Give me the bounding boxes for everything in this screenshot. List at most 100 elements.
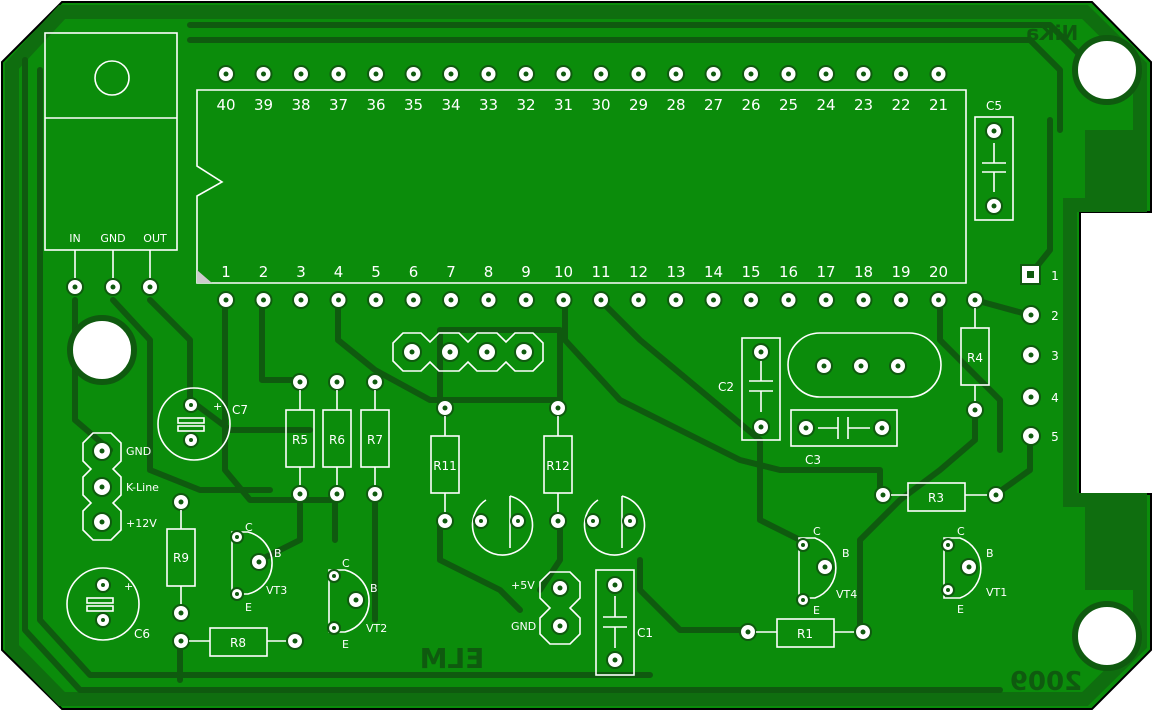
r9-label: R9 xyxy=(173,551,189,565)
connector-gnd-label: GND xyxy=(126,445,151,458)
ic-pad-drill xyxy=(223,71,229,77)
led-1 xyxy=(471,495,534,556)
ic-pad-drill xyxy=(823,71,829,77)
c7-plus: + xyxy=(213,400,222,413)
ic-pad-drill xyxy=(261,297,266,303)
ic-pad-drill xyxy=(636,297,641,303)
ic-pad-drill xyxy=(223,297,229,303)
ic-pin-number: 29 xyxy=(629,96,648,114)
transistor-vt1: C B E VT1 xyxy=(941,525,1007,616)
ic-pad-drill xyxy=(336,297,341,303)
c7-label: C7 xyxy=(232,403,248,417)
ic-pin-number: 12 xyxy=(629,263,648,281)
ic-pad-drill xyxy=(748,297,754,303)
ic-pad-drill xyxy=(523,297,529,303)
resistor-r8: R8 xyxy=(172,627,304,657)
vt4-b-label: B xyxy=(842,547,850,560)
ic-pad-drill xyxy=(898,71,904,77)
transistor-vt2: C B E VT2 xyxy=(327,557,387,651)
connector-right: 1 2 3 4 5 xyxy=(1020,264,1059,446)
header-4pin xyxy=(392,332,544,372)
ic-pin-number: 34 xyxy=(441,96,460,114)
vt3-c-label: C xyxy=(245,521,253,534)
ic-pin-number: 32 xyxy=(516,96,535,114)
ic-pad-drill xyxy=(673,71,679,77)
ic-pin-number: 24 xyxy=(816,96,835,114)
ic-pin-number: 5 xyxy=(371,263,381,281)
ic-pin-number: 7 xyxy=(446,263,456,281)
vt3-label: VT3 xyxy=(266,584,287,597)
resistor-r12: R12 xyxy=(543,399,573,530)
regulator-gnd-label: GND xyxy=(100,232,125,245)
r3-label: R3 xyxy=(928,491,944,505)
c6-label: C6 xyxy=(134,627,150,641)
ic-pin-number: 23 xyxy=(854,96,873,114)
voltage-regulator: IN GND OUT xyxy=(44,32,178,296)
vt1-c-label: C xyxy=(957,525,965,538)
ic-pin-number: 25 xyxy=(779,96,798,114)
resistor-r5: R5 xyxy=(285,373,315,503)
ic-pad-drill xyxy=(336,71,341,77)
ic-pin-number: 18 xyxy=(854,263,873,281)
r11-label: R11 xyxy=(433,459,457,473)
ic-pin-number: 8 xyxy=(484,263,494,281)
ic-pad-drill xyxy=(561,71,566,77)
resistor-r1: R1 xyxy=(739,618,872,648)
ic-pin-number: 38 xyxy=(291,96,310,114)
resistor-r11: R11 xyxy=(430,399,460,530)
regulator-in-label: IN xyxy=(69,232,80,245)
ic-pin-number: 14 xyxy=(704,263,723,281)
capacitor-c7: + C7 xyxy=(157,387,248,461)
ic-pin-number: 36 xyxy=(366,96,385,114)
ic-pin-number: 21 xyxy=(929,96,948,114)
ic-pad-drill xyxy=(298,71,304,77)
ic-pad-drill xyxy=(673,297,679,303)
vt1-b-label: B xyxy=(986,547,994,560)
mounting-hole-left xyxy=(67,315,137,385)
ic-pad-drill xyxy=(598,297,604,303)
capacitor-c5: C5 xyxy=(974,99,1014,221)
r5-label: R5 xyxy=(292,433,308,447)
ic-pad-drill xyxy=(786,297,791,303)
transistor-vt4: C B E VT4 xyxy=(796,525,857,617)
c3-label: C3 xyxy=(805,453,821,467)
ic-pad-drill xyxy=(486,71,491,77)
power-gnd-label: GND xyxy=(511,620,536,633)
ic-pad-drill xyxy=(898,297,904,303)
led-2 xyxy=(583,495,646,556)
regulator-out-label: OUT xyxy=(143,232,167,245)
resistor-r3: R3 xyxy=(874,482,1005,512)
ic-pin-number: 17 xyxy=(816,263,835,281)
r7-label: R7 xyxy=(367,433,383,447)
connector-pin-2: 2 xyxy=(1051,309,1059,323)
power-header: +5V GND xyxy=(511,571,581,645)
r12-label: R12 xyxy=(546,459,570,473)
vt2-c-label: C xyxy=(342,557,350,570)
ic-pad-drill xyxy=(786,71,791,77)
ic-pin-number: 28 xyxy=(666,96,685,114)
ic-pad-drill xyxy=(936,71,941,77)
ic-pad-drill xyxy=(486,297,491,303)
connector-left: GND K-Line +12V xyxy=(82,432,159,541)
ic-pin-number: 31 xyxy=(554,96,573,114)
vt2-label: VT2 xyxy=(366,622,387,635)
ic-pin-number: 4 xyxy=(334,263,344,281)
vt2-e-label: E xyxy=(342,638,349,651)
crystal xyxy=(787,332,942,398)
vt1-e-label: E xyxy=(957,603,964,616)
ic-pin-number: 37 xyxy=(329,96,348,114)
ic-pin-number: 40 xyxy=(216,96,235,114)
ic-pad-drill xyxy=(861,71,866,77)
resistor-r4: R4 xyxy=(960,291,990,419)
transistor-vt3: C B E VT3 xyxy=(230,521,287,614)
elm-copper-text: ELM xyxy=(420,642,485,675)
vt4-c-label: C xyxy=(813,525,821,538)
ic-pin-number: 16 xyxy=(779,263,798,281)
ic-pin-number: 39 xyxy=(254,96,273,114)
ic-pin-number: 19 xyxy=(891,263,910,281)
ic-pin-number: 10 xyxy=(554,263,573,281)
ic-pad-drill xyxy=(711,71,716,77)
